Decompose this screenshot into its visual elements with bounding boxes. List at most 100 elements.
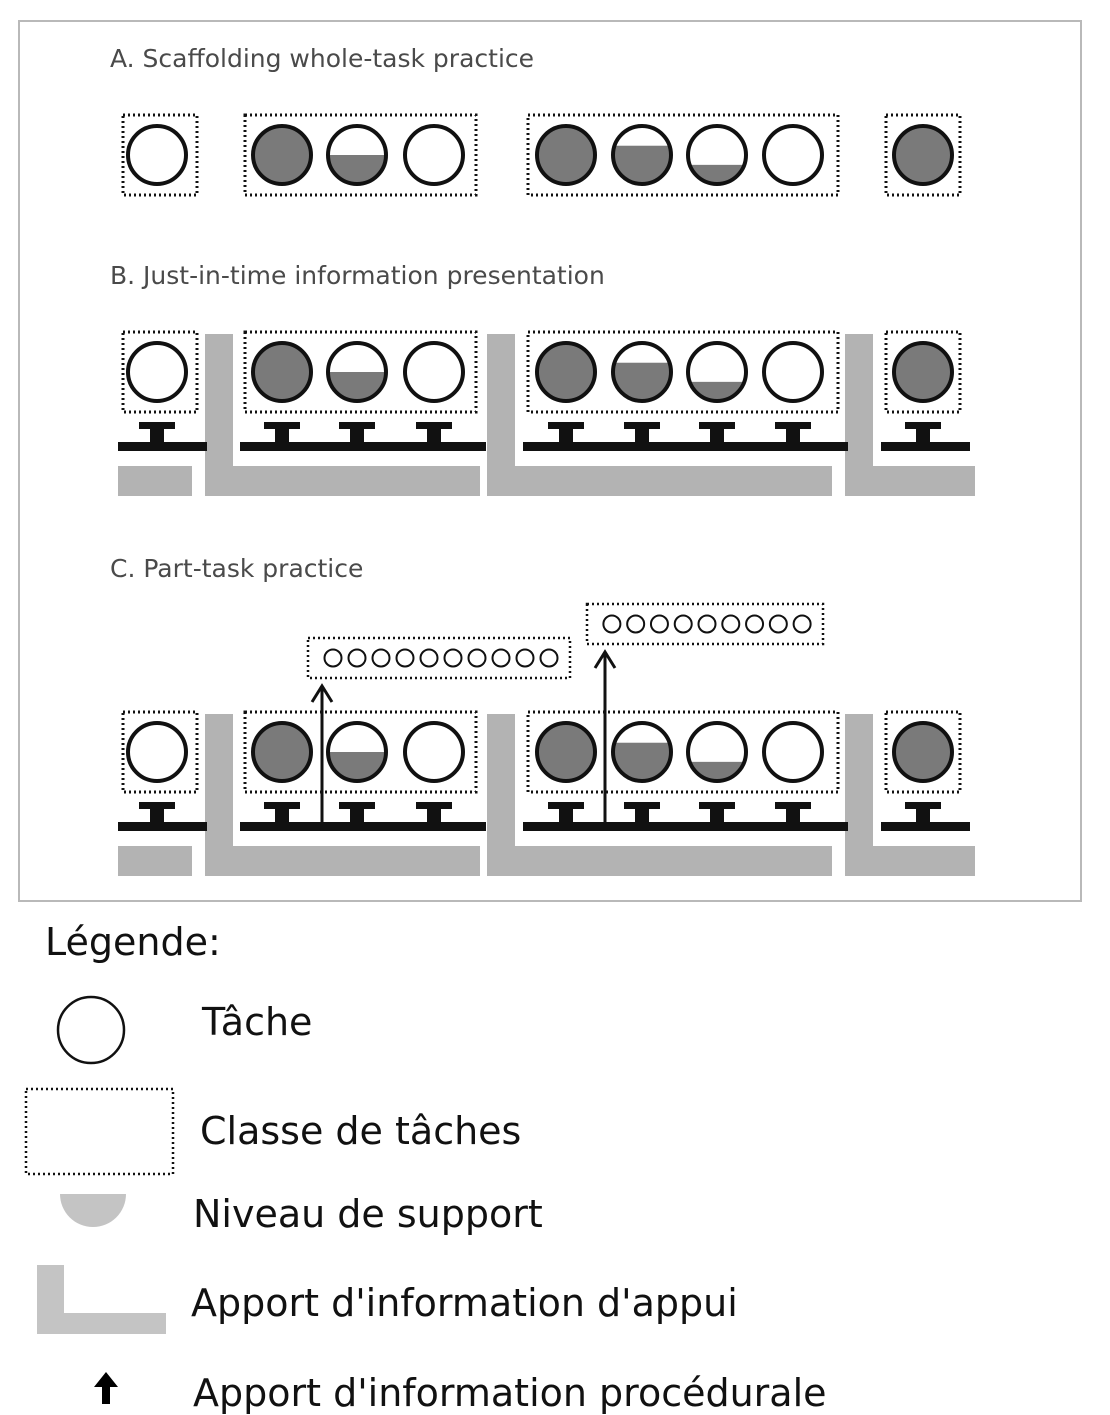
task-circle xyxy=(403,124,465,186)
part-task-circle xyxy=(323,648,343,668)
task-circle xyxy=(535,341,597,403)
procedural-info-cap xyxy=(699,422,735,429)
support-info-bar xyxy=(118,466,192,496)
part-task-circle xyxy=(768,614,788,634)
support-level-fill xyxy=(328,752,386,781)
task-circle xyxy=(251,341,313,403)
procedural-info-cap xyxy=(264,422,300,429)
task-circle xyxy=(126,721,188,783)
task-circle-outline xyxy=(535,721,597,783)
task-class-box xyxy=(884,330,962,414)
procedural-info-cap xyxy=(624,422,660,429)
support-info-l-shape xyxy=(845,714,975,876)
support-info-l-shape xyxy=(845,334,975,496)
procedural-info-bar xyxy=(118,442,207,451)
support-level-fill xyxy=(613,362,671,401)
support-level-fill xyxy=(328,372,386,401)
part-task-circle xyxy=(697,614,717,634)
procedural-info-bar xyxy=(523,822,848,831)
task-circle xyxy=(535,721,597,783)
part-task-circle xyxy=(649,614,669,634)
l-shape-icon xyxy=(37,1265,166,1334)
task-circle-outline xyxy=(611,341,673,403)
task-circle-outline xyxy=(126,124,188,186)
task-circle xyxy=(251,124,313,186)
part-task-circle xyxy=(626,614,646,634)
half-circle-icon xyxy=(60,1194,126,1227)
task-circle xyxy=(686,721,748,783)
support-level-fill xyxy=(613,742,671,781)
task-class-box xyxy=(243,710,478,794)
part-task-circle xyxy=(491,648,511,668)
task-circle xyxy=(326,341,388,403)
legend-label-task: Tâche xyxy=(202,1000,313,1044)
procedural-info-cap xyxy=(139,802,175,809)
task-circle xyxy=(126,341,188,403)
procedural-info-cap xyxy=(548,422,584,429)
task-class-box xyxy=(121,330,199,414)
procedural-info-cap xyxy=(264,802,300,809)
task-circle xyxy=(686,341,748,403)
part-task-circle xyxy=(347,648,367,668)
legend-label-procedural-info: Apport d'information procédurale xyxy=(193,1371,827,1415)
task-circle-outline xyxy=(126,721,188,783)
task-circle-outline xyxy=(686,721,748,783)
task-circle-outline xyxy=(892,341,954,403)
section-title-C: C. Part-task practice xyxy=(110,554,363,583)
task-circle-outline xyxy=(611,124,673,186)
task-circle xyxy=(611,721,673,783)
task-circle xyxy=(762,341,824,403)
procedural-info-cap xyxy=(139,422,175,429)
task-circle xyxy=(686,124,748,186)
task-circle-outline xyxy=(686,341,748,403)
task-circle-outline xyxy=(892,721,954,783)
procedural-info-bar xyxy=(240,442,486,451)
circle-icon xyxy=(56,995,126,1065)
procedural-info-cap xyxy=(416,802,452,809)
task-class-box xyxy=(526,113,840,197)
task-circle-outline xyxy=(403,341,465,403)
task-class-box xyxy=(121,710,199,794)
task-circle-outline xyxy=(892,124,954,186)
legend-label-support-level: Niveau de support xyxy=(193,1192,543,1236)
task-circle-outline xyxy=(611,721,673,783)
task-circle xyxy=(326,721,388,783)
part-task-class-box xyxy=(306,636,572,680)
task-circle-outline xyxy=(403,721,465,783)
procedural-info-cap xyxy=(624,802,660,809)
task-circle xyxy=(611,124,673,186)
support-info-l-shape xyxy=(487,714,832,876)
procedural-info-bar xyxy=(523,442,848,451)
task-circle-outline xyxy=(762,721,824,783)
part-task-circle xyxy=(745,614,765,634)
procedural-info-cap xyxy=(905,422,941,429)
task-class-box xyxy=(121,113,199,197)
task-circle-outline xyxy=(326,341,388,403)
task-circle xyxy=(611,341,673,403)
part-task-circle xyxy=(371,648,391,668)
task-circle-outline xyxy=(251,124,313,186)
task-circle xyxy=(251,721,313,783)
procedural-info-cap xyxy=(905,802,941,809)
procedural-info-bar xyxy=(881,442,970,451)
part-task-circle xyxy=(419,648,439,668)
support-level-fill xyxy=(613,145,671,184)
task-class-box xyxy=(243,113,478,197)
task-circle xyxy=(892,341,954,403)
task-circle-outline xyxy=(762,341,824,403)
procedural-info-bar xyxy=(881,822,970,831)
dotted-rectangle-icon xyxy=(24,1087,175,1176)
part-task-class-box xyxy=(585,602,825,646)
task-circle-outline xyxy=(326,124,388,186)
part-task-circle xyxy=(673,614,693,634)
task-class-box xyxy=(884,113,962,197)
task-circle xyxy=(535,124,597,186)
task-circle xyxy=(326,124,388,186)
task-circle-outline xyxy=(326,721,388,783)
part-task-circle xyxy=(792,614,812,634)
part-task-circle xyxy=(602,614,622,634)
part-task-circle xyxy=(395,648,415,668)
task-circle-outline xyxy=(686,124,748,186)
